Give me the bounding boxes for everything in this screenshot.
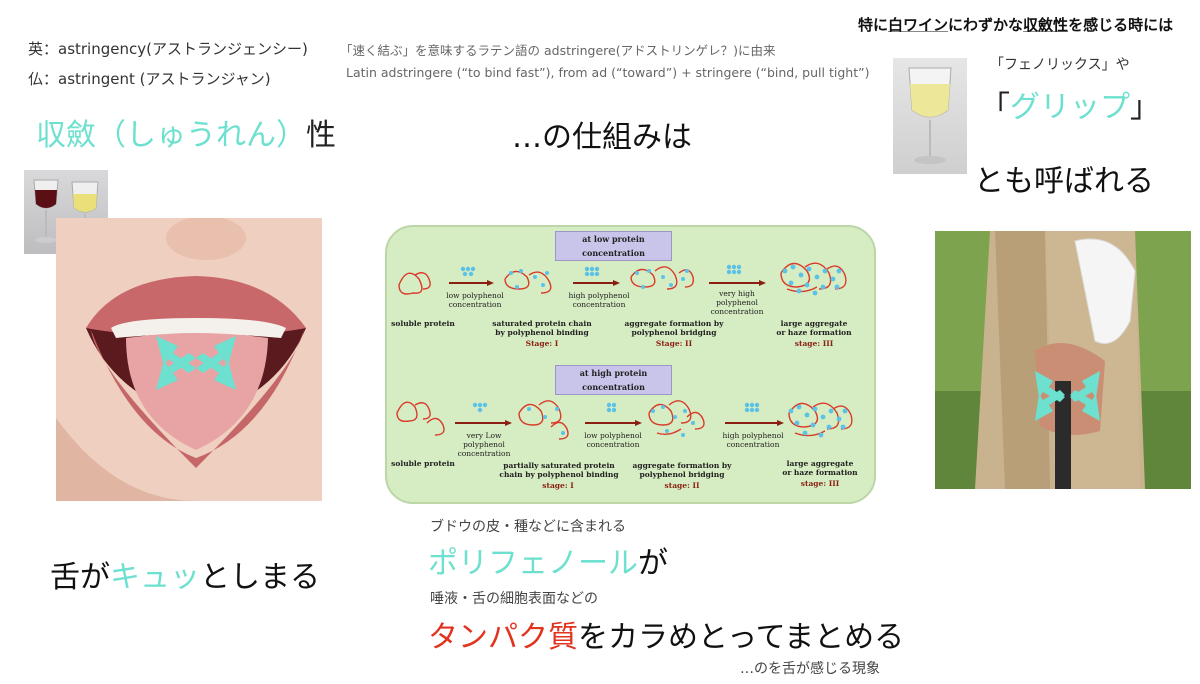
tongue-image	[56, 218, 322, 501]
also-called-text: とも呼ばれる	[974, 164, 1154, 199]
low-arrow3-label: very high polyphenol concentration	[710, 289, 764, 316]
grape-note: ブドウの皮・種などに含まれる	[430, 519, 626, 535]
diagram-header-low: at low protein concentration	[555, 231, 672, 261]
high-stage2-tag: stage: II	[664, 481, 700, 490]
high-stage3-label: large aggregate or haze formation	[782, 459, 858, 477]
astringency-text: 収斂性	[1023, 16, 1069, 34]
low-stage1-tag: Stage: I	[525, 339, 559, 348]
white-wine-lead: 特に白ワインにわずかな収斂性を感じる時には	[858, 16, 1174, 34]
etymology-latin-note: Latin adstringere (“to bind fast”), from…	[346, 65, 870, 80]
golf-grip-image	[935, 231, 1191, 489]
golf-grip-illustration	[935, 231, 1191, 489]
diagram-graphics	[396, 262, 853, 440]
high-stage3-tag: stage: III	[800, 479, 840, 488]
white-wine-glass-icon	[908, 67, 952, 164]
mechanism-heading: …の仕組みは	[512, 120, 692, 155]
grip-arrows-icon	[1035, 371, 1100, 421]
high-stage1-label: partially saturated protein chain by pol…	[499, 461, 619, 479]
etymology-english: 英：astringency(アストランジェンシー)	[28, 40, 308, 58]
etymology-japanese-note: 「速く結ぶ」を意味するラテン語の adstringere(アドストリンゲレ？)に…	[340, 43, 776, 58]
title-suffix: 性	[306, 118, 336, 153]
protein-polyphenol-diagram: at low protein concentration at high pro…	[385, 225, 876, 504]
etymology-french: 仏：astringent (アストランジャン)	[28, 70, 271, 88]
high-arrow2-label: low polyphenol concentration	[584, 431, 642, 449]
low-stage3-tag: stage: III	[794, 339, 834, 348]
protein-term: タンパク質	[428, 620, 578, 655]
low-arrow1-label: low polyphenol concentration	[446, 291, 504, 309]
low-stage2-tag: Stage: II	[655, 339, 693, 348]
white-wine-glass-image	[893, 58, 967, 174]
low-arrow2-label: high polyphenol concentration	[568, 291, 630, 309]
high-row-graphics	[396, 400, 853, 440]
high-arrow1-label: very Low polyphenol concentration	[457, 431, 511, 458]
phenolics-text: 「フェノリックス」や	[990, 57, 1130, 73]
polyphenol-term: ポリフェノール	[428, 546, 638, 581]
high-soluble-protein-label: soluble protein	[391, 459, 455, 468]
mouth-illustration	[56, 218, 322, 501]
squeeze-arrows-icon	[156, 336, 236, 390]
low-stage3-label: large aggregate or haze formation	[776, 319, 852, 337]
footnote: …のを舌が感じる現象	[740, 661, 880, 677]
protein-line: タンパク質をカラめとってまとめる	[428, 620, 905, 655]
high-stage2-label: aggregate formation by polyphenol bridgi…	[632, 461, 732, 479]
tongue-caption: 舌がキュッとしまる	[50, 560, 320, 595]
high-arrow3-label: high polyphenol concentration	[722, 431, 784, 449]
high-stage1-tag: stage: I	[542, 481, 574, 490]
saliva-note: 唾液・舌の細胞表面などの	[430, 591, 598, 607]
diagram-header-high: at high protein concentration	[555, 365, 672, 395]
title-word: 収斂（しゅうれん）	[36, 118, 306, 153]
white-wine-text: 白ワイン	[888, 16, 949, 34]
low-row-graphics	[398, 262, 847, 296]
polyphenol-line: ポリフェノールが	[428, 546, 668, 581]
low-stage1-label: saturated protein chain by polyphenol bi…	[492, 319, 592, 337]
low-stage2-label: aggregate formation by polyphenol bridgi…	[624, 319, 724, 337]
page-title: 収斂（しゅうれん）性	[36, 110, 336, 154]
low-soluble-protein-label: soluble protein	[391, 319, 455, 328]
grip-term: 「グリップ」	[980, 90, 1160, 125]
